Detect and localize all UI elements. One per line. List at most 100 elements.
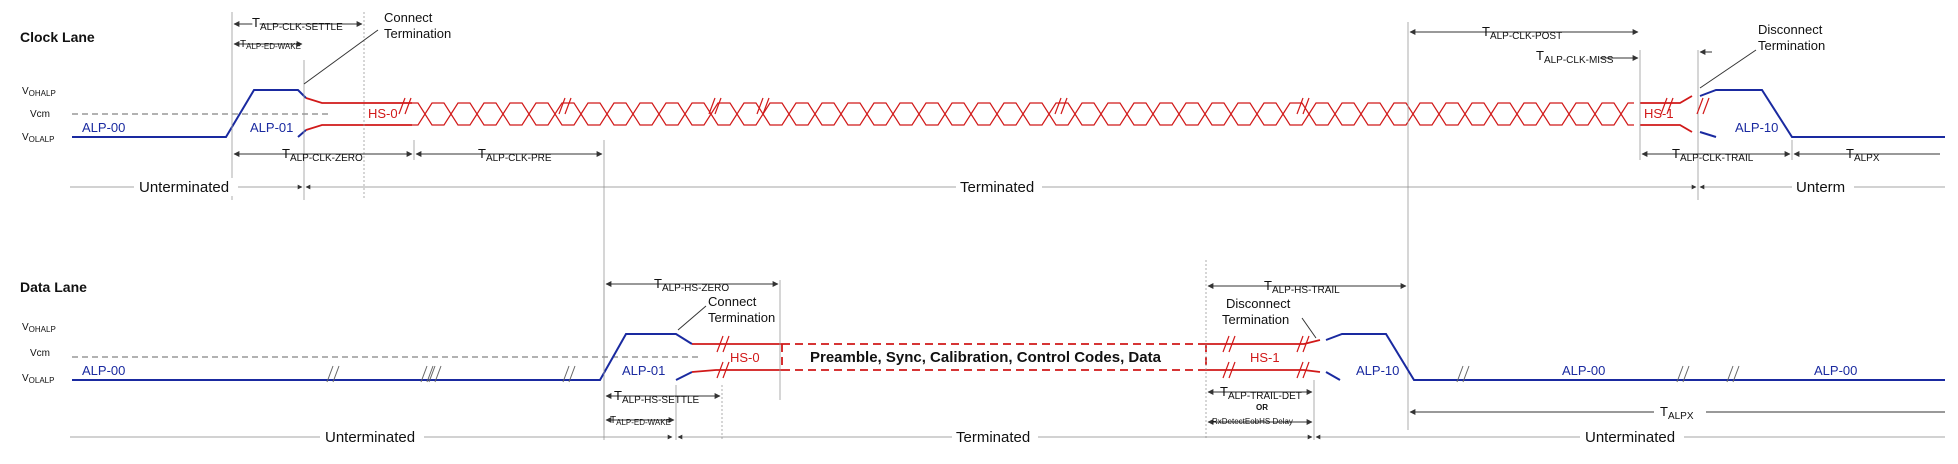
time-break-slash [756, 97, 764, 115]
clk-pre-label: TALP-CLK-PRE [478, 146, 552, 164]
time-break-markers [326, 97, 1740, 383]
time-break-slash [564, 97, 572, 115]
time-break-slash [1222, 361, 1230, 379]
time-break-slash [1702, 97, 1710, 115]
clock-disconnect-termination-leader [1699, 49, 1757, 89]
clock-disconnect-termination-1: Disconnect [1758, 22, 1823, 37]
time-break-slash [1302, 97, 1310, 115]
time-break-slash [1228, 335, 1236, 353]
clock-disconnect-termination-2: Termination [1758, 38, 1825, 53]
data-alp-waveform-left [72, 333, 693, 381]
data-region-unterminated: Unterminated [325, 429, 415, 446]
clock-alp-waveform-left [72, 89, 307, 138]
data-disconnect-termination-2: Termination [1222, 312, 1289, 327]
time-break-slash [426, 365, 434, 383]
time-break-slash [1732, 365, 1740, 383]
time-break-slash [1222, 335, 1230, 353]
clock-unterm-bg [1792, 178, 1854, 196]
data-alpx-bg [1654, 402, 1706, 420]
data-region-terminated: Terminated [956, 429, 1030, 446]
clock-alp-waveform-low-tail [297, 129, 307, 138]
data-hs1-top [1206, 339, 1321, 345]
data-disconnect-termination-1: Disconnect [1226, 296, 1291, 311]
clock-hs1-bottom [1640, 124, 1693, 133]
time-break-slash [332, 365, 340, 383]
time-break-slash [568, 365, 576, 383]
clock-state-alp01: ALP-01 [250, 120, 293, 135]
clock-eye-segments [412, 102, 1634, 126]
time-break-slash [1462, 365, 1470, 383]
clock-connect-termination-2: Termination [384, 26, 451, 41]
clock-connect-termination-leader [303, 29, 379, 85]
data-state-alp00-b: ALP-00 [1562, 363, 1605, 378]
data-lane-title: Data Lane [20, 279, 87, 295]
clock-vcm-label: Vcm [30, 109, 50, 120]
data-state-alp10: ALP-10 [1356, 363, 1399, 378]
rx-detect-label: RxDetectEobHS Delay [1212, 417, 1293, 426]
clock-hs0-top [305, 97, 412, 104]
data-state-alp00-c: ALP-00 [1814, 363, 1857, 378]
time-break-slash [1296, 97, 1304, 115]
time-break-slash [1302, 361, 1310, 379]
data-hs0-bottom [691, 369, 782, 373]
clock-state-alp10: ALP-10 [1735, 120, 1778, 135]
hs-settle-label: TALP-HS-SETTLE [614, 388, 700, 406]
time-break-slash [398, 97, 406, 115]
time-break-slash [326, 365, 334, 383]
clock-alp-waveform-right [1699, 89, 1945, 138]
clock-alp-waveform-right-low [1699, 131, 1717, 138]
time-break-slash [1296, 361, 1304, 379]
time-break-slash [428, 365, 436, 383]
clock-unterminated-bg [134, 178, 238, 196]
clock-region-terminated: Terminated [960, 179, 1034, 196]
clk-post-label: TALP-CLK-POST [1482, 24, 1562, 42]
data-alp-waveform-right-low [1325, 371, 1341, 381]
hs-zero-label: TALP-HS-ZERO [654, 276, 729, 294]
time-break-slash [558, 97, 566, 115]
data-unterminated2-bg [1580, 428, 1684, 446]
data-region-unterminated-2: Unterminated [1585, 429, 1675, 446]
clk-settle-bg: T [252, 15, 260, 30]
clock-vohalp-label: OHALP [29, 89, 56, 98]
time-break-slash [562, 365, 570, 383]
time-break-slash [1726, 365, 1734, 383]
time-break-slash [716, 335, 724, 353]
data-connect-termination-1: Connect [708, 294, 757, 309]
clock-level-labels: VOHALP Vcm VOLALP [22, 86, 56, 144]
svg-text:VOHALP: VOHALP [22, 86, 56, 98]
clk-miss-label: TALP-CLK-MISS [1536, 48, 1614, 66]
svg-text:VOHALP: VOHALP [22, 322, 56, 334]
clk-zero-label: TALP-CLK-ZERO [282, 146, 363, 164]
time-break-slash [1302, 335, 1310, 353]
time-break-slash [1660, 97, 1668, 115]
clock-volalp-label: OLALP [29, 135, 55, 144]
time-break-slash [1456, 365, 1464, 383]
clock-lane-title: Clock Lane [20, 29, 95, 45]
clock-state-alp00: ALP-00 [82, 120, 125, 135]
clock-hs0-bottom [305, 124, 412, 131]
data-state-alp00: ALP-00 [82, 363, 125, 378]
data-payload-box [781, 343, 1207, 371]
data-connect-termination-2: Termination [708, 310, 775, 325]
clock-state-hs0: HS-0 [368, 106, 398, 121]
time-break-slash [722, 335, 730, 353]
clock-connect-termination-1: Connect [384, 10, 433, 25]
clock-region-unterm: Unterm [1796, 179, 1845, 196]
clk-settle-label: TALP-CLK-SETTLE [252, 15, 343, 33]
time-break-slash [1228, 361, 1236, 379]
clk-trail-label: TALP-CLK-TRAIL [1672, 146, 1754, 164]
data-vcm-label: Vcm [30, 348, 50, 359]
data-terminated-bg [952, 428, 1038, 446]
time-break-slash [1696, 97, 1704, 115]
data-state-hs0: HS-0 [730, 350, 760, 365]
time-break-slash [762, 97, 770, 115]
time-break-slash [1666, 97, 1674, 115]
data-hs1-bottom [1206, 369, 1321, 373]
svg-text:VOLALP: VOLALP [22, 132, 54, 144]
data-unterminated-bg [320, 428, 424, 446]
time-break-slash [1682, 365, 1690, 383]
data-volalp-label: OLALP [29, 376, 55, 385]
clock-hs-eye-pattern [412, 102, 1634, 126]
data-alp-waveform-left-low [675, 371, 693, 381]
